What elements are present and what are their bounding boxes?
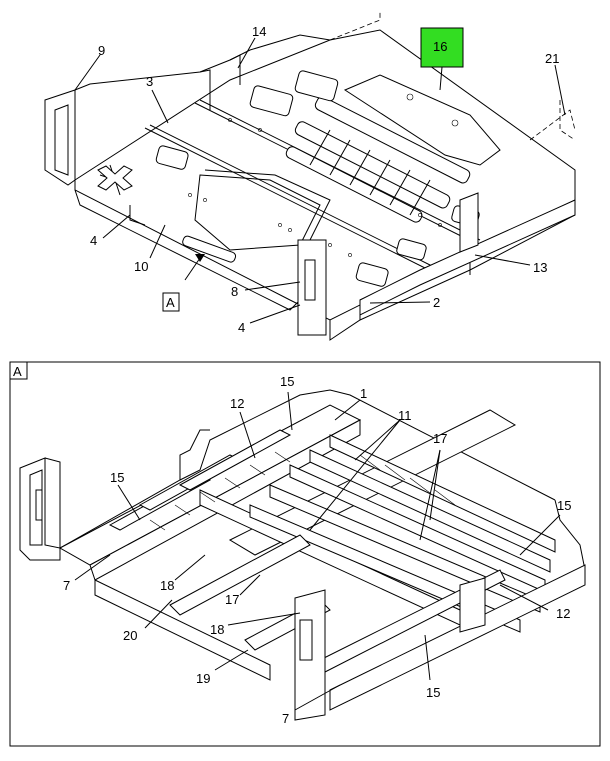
- callout-18a: 18: [160, 578, 174, 593]
- callout-17a: 17: [433, 431, 447, 446]
- callout-3: 3: [146, 74, 153, 89]
- callout-21: 21: [545, 51, 559, 66]
- callout-14: 14: [252, 24, 266, 39]
- callout-15a: 15: [280, 374, 294, 389]
- callout-4a: 4: [90, 233, 97, 248]
- callout-20: 20: [123, 628, 137, 643]
- callout-4b: 4: [238, 320, 245, 335]
- view-ref-label: A: [166, 295, 175, 310]
- callout-8: 8: [231, 284, 238, 299]
- highlight-callout-box[interactable]: [420, 27, 464, 68]
- callout-15c: 15: [557, 498, 571, 513]
- callout-9: 9: [98, 43, 105, 58]
- callout-15b: 15: [110, 470, 124, 485]
- callout-1: 1: [360, 386, 367, 401]
- callout-13: 13: [533, 260, 547, 275]
- floor-ribs: [285, 96, 471, 223]
- detail-frame: [9, 361, 601, 747]
- callout-18b: 18: [210, 622, 224, 637]
- view-ref-box[interactable]: [162, 292, 180, 312]
- detail-frame-label: A: [13, 364, 22, 379]
- callout-2: 2: [433, 295, 440, 310]
- callout-15d: 15: [426, 685, 440, 700]
- detail-view-callouts: A 15 1 12 11 17 15 15 7 18 17 20 12 18 1…: [13, 364, 571, 726]
- callout-16: 16: [433, 39, 447, 54]
- floor-assembly-top-view: [44, 10, 576, 341]
- callout-10: 10: [134, 259, 148, 274]
- callout-12a: 12: [230, 396, 244, 411]
- floor-frame-detail-view: [19, 389, 586, 721]
- callout-11: 11: [398, 408, 412, 423]
- top-view-callouts: 9 14 16 21 3 4 10 13 8 2 4 A: [90, 24, 559, 335]
- callout-7a: 7: [63, 578, 70, 593]
- rung-marks: [149, 451, 456, 531]
- callout-17b: 17: [225, 592, 239, 607]
- holes: [188, 118, 442, 257]
- callout-12b: 12: [556, 606, 570, 621]
- callout-7b: 7: [282, 711, 289, 726]
- detail-frame-label-box: [9, 361, 28, 380]
- callout-19: 19: [196, 671, 210, 686]
